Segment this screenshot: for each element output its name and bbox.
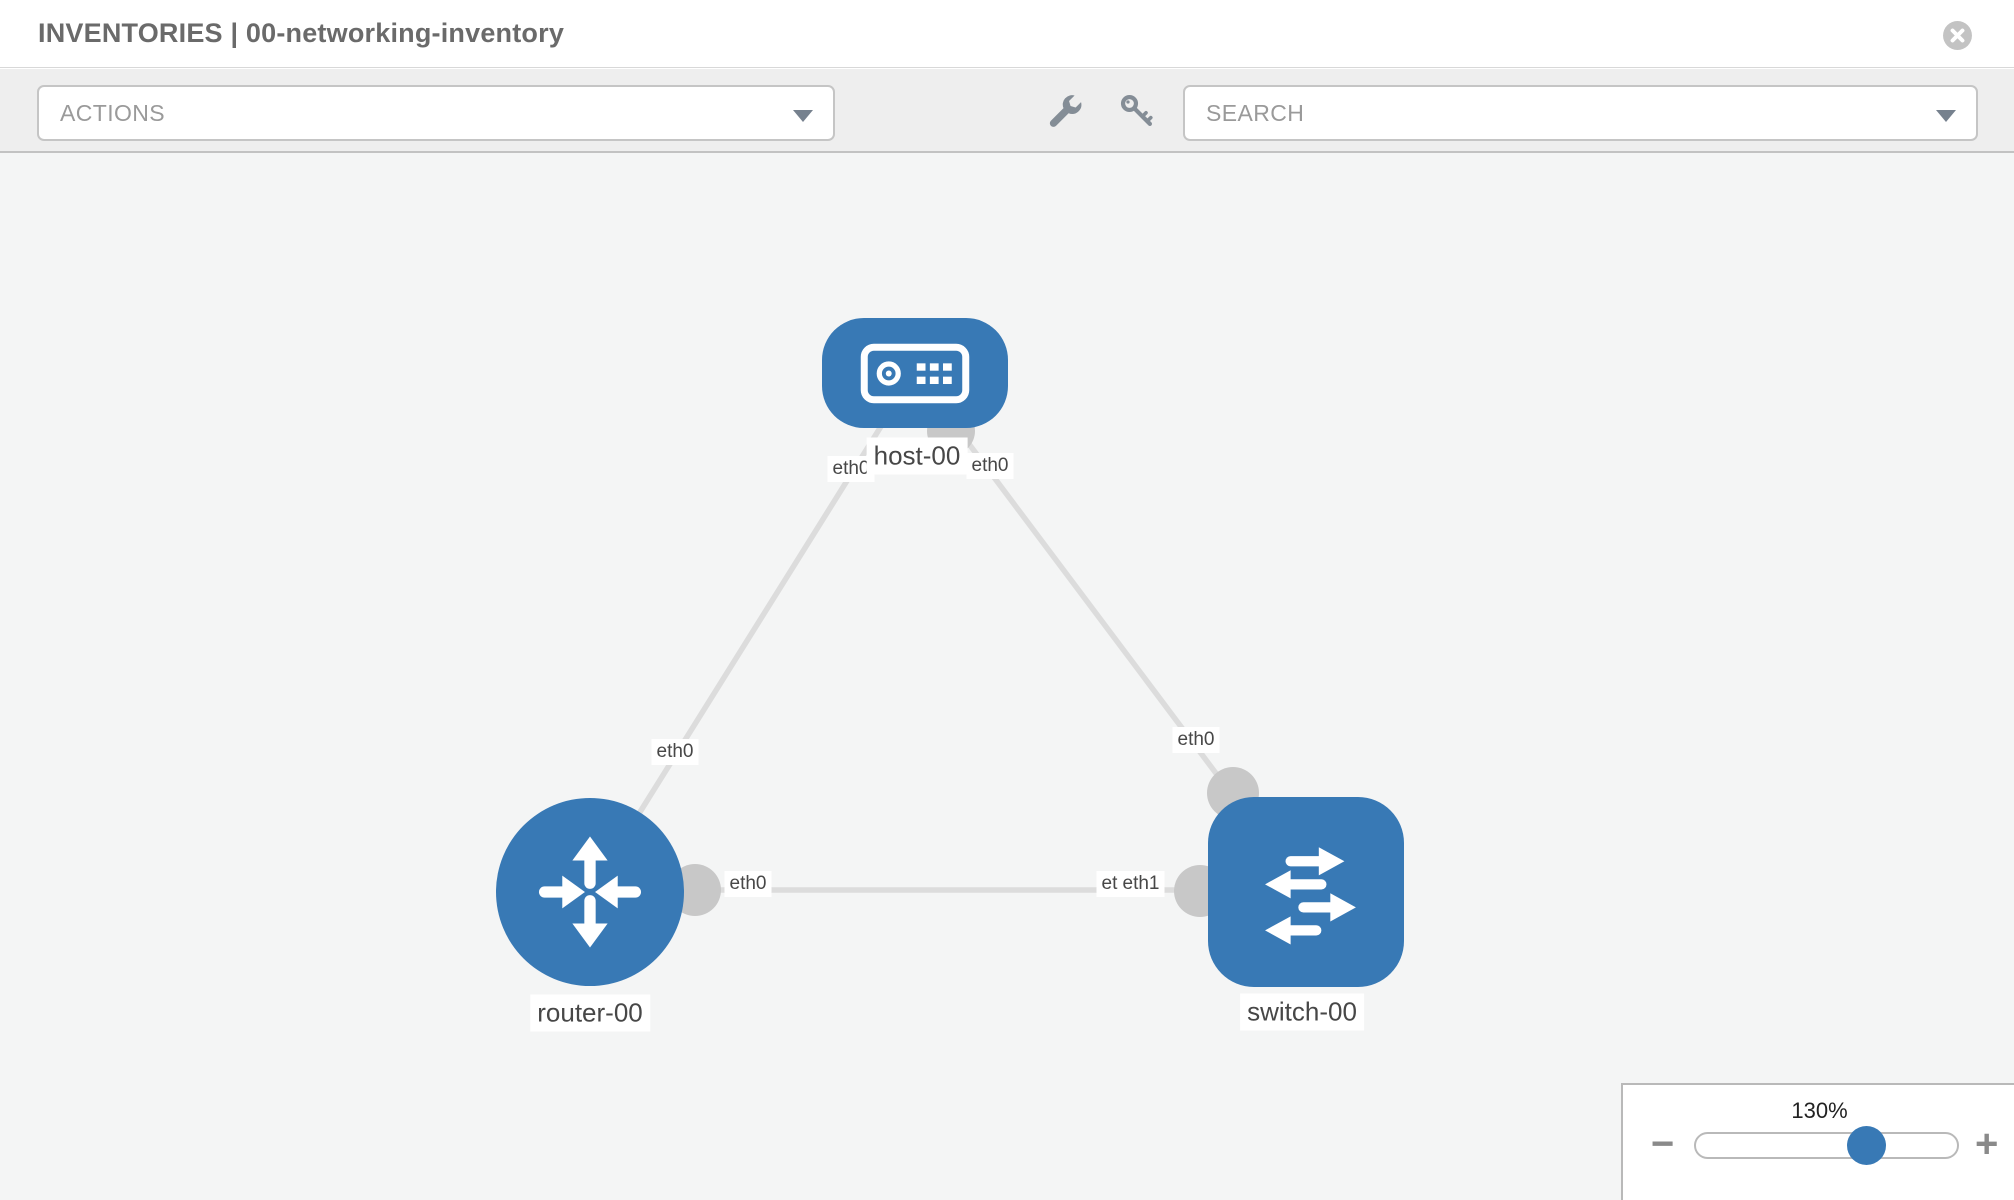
topology-node-host[interactable]	[822, 318, 1008, 428]
close-button[interactable]	[1942, 20, 1973, 51]
x-circle-icon	[1943, 21, 1972, 50]
zoom-slider-thumb[interactable]	[1847, 1126, 1886, 1165]
router-icon	[538, 836, 642, 948]
window-header: INVENTORIES | 00-networking-inventory	[0, 0, 2014, 68]
search-dropdown-label: SEARCH	[1206, 99, 1305, 126]
credentials-button[interactable]	[1119, 93, 1155, 129]
chevron-down-icon	[793, 110, 813, 122]
interface-label-router-eth0: eth0	[724, 871, 772, 897]
toolbar: ACTIONS SEARCH	[0, 69, 2014, 153]
topology-node-switch[interactable]	[1208, 797, 1404, 987]
zoom-panel: 130% − +	[1621, 1083, 2014, 1200]
node-label-host: host-00	[866, 437, 968, 475]
zoom-out-button[interactable]: −	[1651, 1122, 1675, 1166]
zoom-in-button[interactable]: +	[1975, 1122, 1999, 1166]
page-title: INVENTORIES | 00-networking-inventory	[38, 18, 565, 48]
actions-dropdown[interactable]: ACTIONS	[37, 85, 835, 141]
interface-label-switch-eth0-top: eth0	[1172, 727, 1220, 753]
interface-label-switch-eth1: eth1	[1117, 871, 1165, 897]
zoom-slider-track[interactable]	[1694, 1126, 1959, 1165]
host-device-icon	[860, 343, 970, 403]
tools-button[interactable]	[1047, 93, 1083, 129]
topology-canvas[interactable]: host-00 router-00 switch-00 eth0 eth0 et…	[0, 153, 2014, 1200]
interface-label-router-eth0-up: eth0	[651, 739, 699, 765]
node-label-switch: switch-00	[1240, 993, 1364, 1031]
search-dropdown[interactable]: SEARCH	[1183, 85, 1978, 141]
key-icon	[1120, 94, 1153, 127]
actions-dropdown-label: ACTIONS	[60, 99, 166, 126]
node-label-router: router-00	[530, 994, 650, 1032]
topology-node-router[interactable]	[496, 798, 684, 986]
switch-icon	[1265, 847, 1356, 945]
topology-links-layer	[587, 370, 1308, 917]
chevron-down-icon	[1936, 110, 1956, 122]
interface-label-host-eth0-right: eth0	[966, 453, 1014, 479]
zoom-percent-label: 130%	[1791, 1098, 1848, 1123]
wrench-icon	[1049, 95, 1082, 127]
